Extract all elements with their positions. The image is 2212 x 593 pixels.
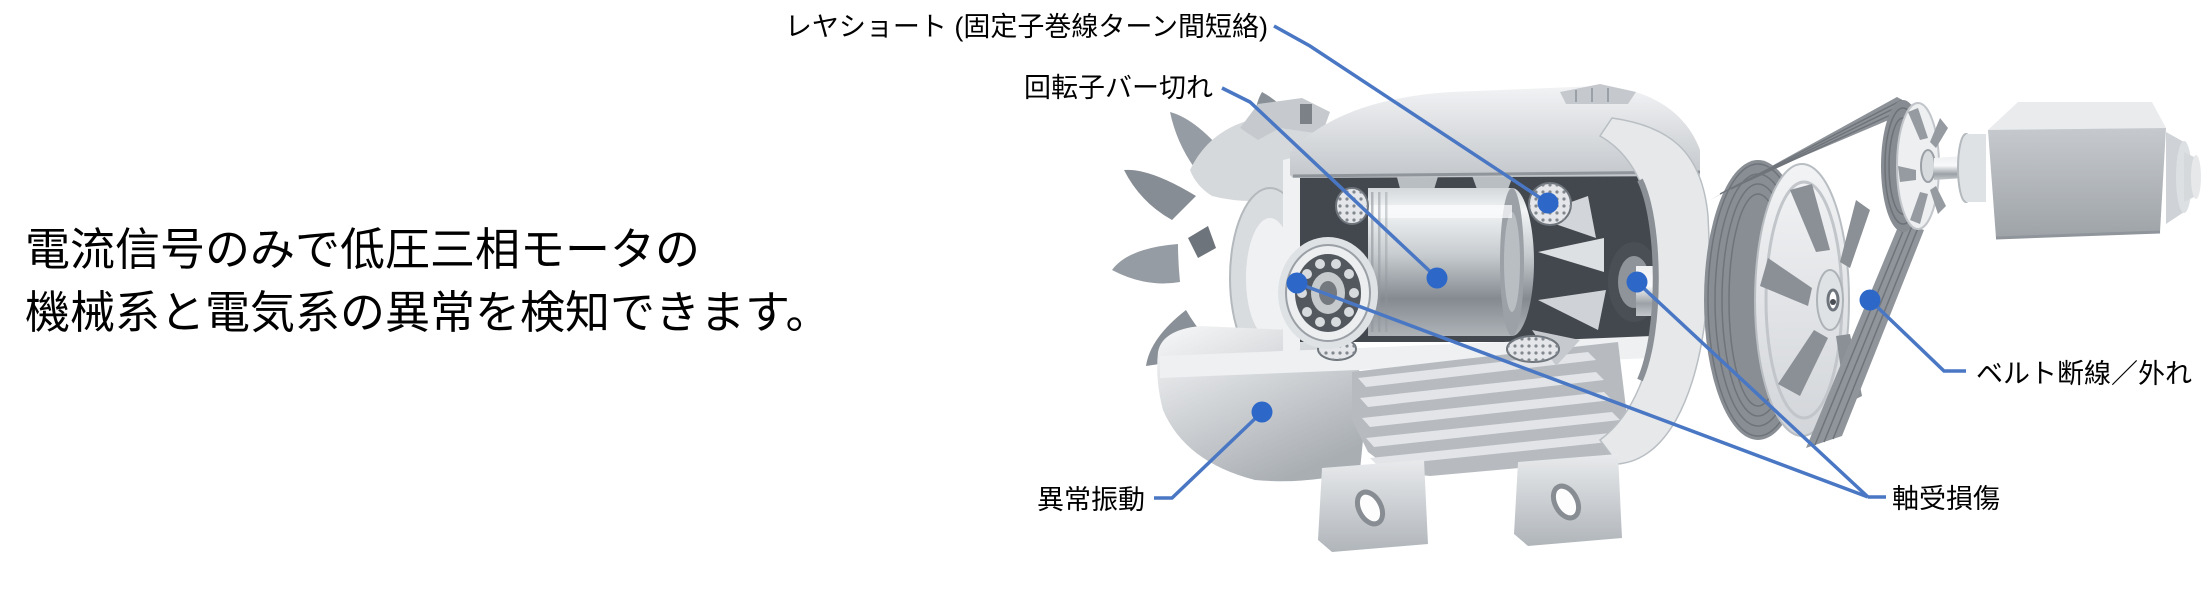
leader-layer-short — [1273, 24, 1549, 205]
leader-bearing-left — [1296, 281, 1869, 499]
callout-label-belt: ベルト断線／外れ — [1976, 359, 2192, 389]
coil-ends — [1317, 182, 1572, 363]
leader-rotor-bar — [1221, 86, 1439, 280]
intro-text: 電流信号のみで低圧三相モータの 機械系と電気系の異常を検知できます。 — [25, 218, 831, 344]
v-belt — [1710, 97, 1924, 448]
callout-label-vibration: 異常振動 — [1037, 485, 1145, 515]
callout-label-bearing: 軸受損傷 — [1892, 484, 2000, 514]
intro-line-1: 電流信号のみで低圧三相モータの — [25, 224, 701, 275]
driven-machine — [1957, 102, 2201, 240]
leader-lines — [1154, 24, 1966, 500]
cooling-fins — [1352, 342, 1632, 476]
marker-layer-short — [1537, 192, 1559, 214]
end-shield-right — [1598, 117, 1710, 465]
driven-pulley — [1881, 100, 1969, 232]
marker-dots — [1251, 192, 1881, 423]
top-cover — [1290, 84, 1701, 178]
leader-vibration — [1154, 410, 1264, 500]
leader-belt — [1868, 298, 1966, 373]
marker-bearing-left — [1286, 272, 1308, 294]
mounting-feet — [1318, 454, 1622, 552]
rotor — [1368, 188, 1534, 336]
marker-rotor-bar — [1426, 267, 1448, 289]
callout-label-layer-short: レヤショート (固定子巻線ターン間短絡) — [784, 12, 1268, 42]
marker-belt — [1859, 289, 1881, 311]
leader-bearing-right — [1635, 280, 1870, 499]
marker-vibration — [1251, 401, 1273, 423]
marker-bearing-right — [1626, 271, 1648, 293]
intro-line-2: 機械系と電気系の異常を検知できます。 — [25, 287, 831, 338]
callout-label-rotor-bar: 回転子バー切れ — [1024, 73, 1213, 103]
